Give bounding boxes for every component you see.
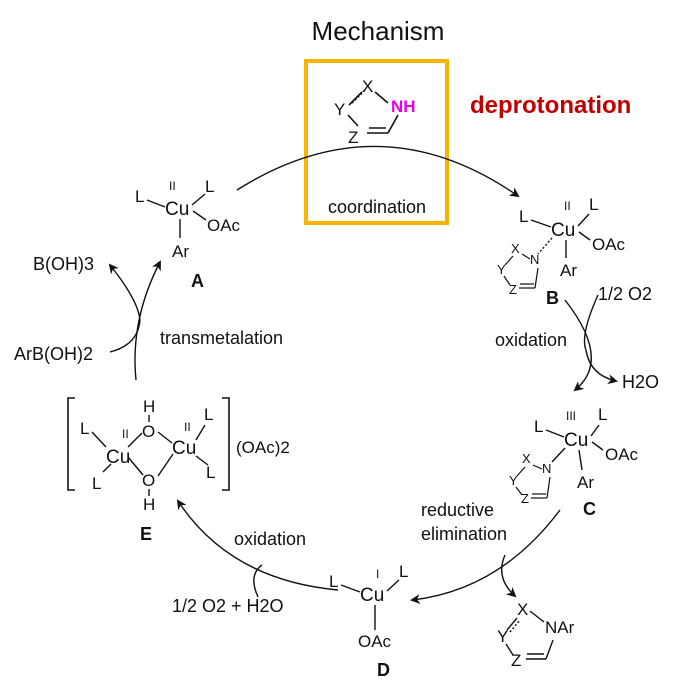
e-l-br: L [206, 463, 215, 482]
e-cu-right-ox: II [184, 420, 191, 434]
c-cu: Cu [564, 430, 588, 451]
e-l-bl: L [92, 474, 101, 493]
substrate-z: Z [348, 128, 358, 147]
a-ox: II [169, 179, 176, 193]
arrow-d-to-e [176, 499, 339, 591]
d-oac: OAc [358, 632, 392, 651]
c-x: X [522, 451, 531, 466]
a-l1: L [135, 187, 144, 206]
b-y: Y [497, 262, 506, 277]
step-oxidation-2: oxidation [234, 529, 306, 549]
substrate-y: Y [334, 100, 345, 119]
b-oac: OAc [592, 235, 626, 254]
product-x: X [517, 600, 528, 619]
step-reductive-elimination-2: elimination [421, 524, 507, 544]
b-ox: II [564, 199, 571, 213]
c-l1: L [534, 417, 543, 436]
arrow-arboh2-in [109, 319, 141, 353]
step-transmetalation: transmetalation [160, 328, 283, 348]
b-n: N [530, 252, 539, 267]
c-n: N [542, 461, 551, 476]
b-cu: Cu [551, 220, 575, 241]
substrate-azole: X Y Z NH [334, 77, 416, 147]
species-e: (OAc)2 H O O H II Cu II Cu L L L L E [67, 397, 290, 544]
arrow-boh3-out [108, 263, 141, 321]
a-l2: L [205, 177, 214, 196]
arrow-a-to-b [236, 145, 520, 198]
a-ar: Ar [172, 242, 189, 261]
arrow-o2-h2o-in [253, 564, 263, 598]
species-b: II L L Cu OAc Ar N X Y Z B [497, 195, 626, 308]
product-azole: X Y Z NAr [497, 600, 575, 670]
d-ox: I [376, 567, 379, 581]
b-l2: L [589, 195, 598, 214]
c-l2: L [598, 405, 607, 424]
c-label: C [583, 499, 596, 519]
reagent-o2-half: 1/2 O2 [598, 284, 652, 304]
reagent-arboh2: ArB(OH)2 [14, 344, 93, 364]
coordination-highlight-box [304, 59, 449, 225]
b-ar: Ar [560, 261, 577, 280]
a-label: A [191, 271, 204, 291]
e-h-bottom: H [143, 495, 155, 514]
b-label: B [546, 288, 559, 308]
arrow-h2o-out [585, 349, 618, 385]
e-counterion: (OAc)2 [236, 438, 290, 457]
e-o-bottom: O [142, 471, 155, 490]
b-z: Z [509, 282, 517, 297]
diagram-title: Mechanism [312, 16, 445, 46]
e-label: E [140, 524, 152, 544]
c-ar: Ar [577, 473, 594, 492]
step-oxidation-1: oxidation [495, 330, 567, 350]
d-cu: Cu [360, 585, 384, 606]
e-l-tr: L [204, 405, 213, 424]
a-oac: OAc [207, 216, 241, 235]
species-d: I L L Cu OAc D [329, 562, 408, 680]
d-label: D [377, 660, 390, 680]
e-h-top: H [143, 397, 155, 416]
arrow-e-to-a [134, 260, 161, 381]
product-y: Y [497, 627, 508, 646]
substrate-x: X [362, 77, 373, 96]
c-y: Y [509, 473, 518, 488]
product-z: Z [511, 651, 521, 670]
reagent-boh3: B(OH)3 [33, 254, 94, 274]
e-cu-left-ox: II [122, 427, 129, 441]
e-o-top: O [142, 422, 155, 441]
substrate-nh: NH [391, 97, 416, 116]
reagent-h2o: H2O [622, 372, 659, 392]
c-oac: OAc [605, 445, 639, 464]
e-cu-right: Cu [172, 438, 196, 459]
step-reductive-elimination-1: reductive [421, 500, 494, 520]
product-nar: NAr [545, 618, 575, 637]
arrow-c-to-d [410, 509, 561, 605]
arrow-o2-in [583, 294, 599, 351]
d-l1: L [329, 572, 338, 591]
d-l2: L [399, 562, 408, 581]
c-ox: III [566, 409, 576, 423]
e-cu-left: Cu [106, 447, 130, 468]
species-a: II L L Cu OAc Ar A [135, 177, 241, 291]
c-z: Z [521, 491, 529, 506]
b-l1: L [519, 207, 528, 226]
deprotonation-callout: deprotonation [470, 92, 631, 119]
arrow-product-out [501, 554, 517, 598]
reagent-o2-h2o: 1/2 O2 + H2O [172, 596, 284, 616]
arrow-b-to-c [564, 299, 592, 392]
e-l-tl: L [80, 419, 89, 438]
b-x: X [511, 241, 520, 256]
step-coordination: coordination [328, 197, 426, 217]
species-c: III L L Cu OAc Ar N X Y Z C [509, 405, 639, 519]
a-cu: Cu [165, 199, 189, 220]
